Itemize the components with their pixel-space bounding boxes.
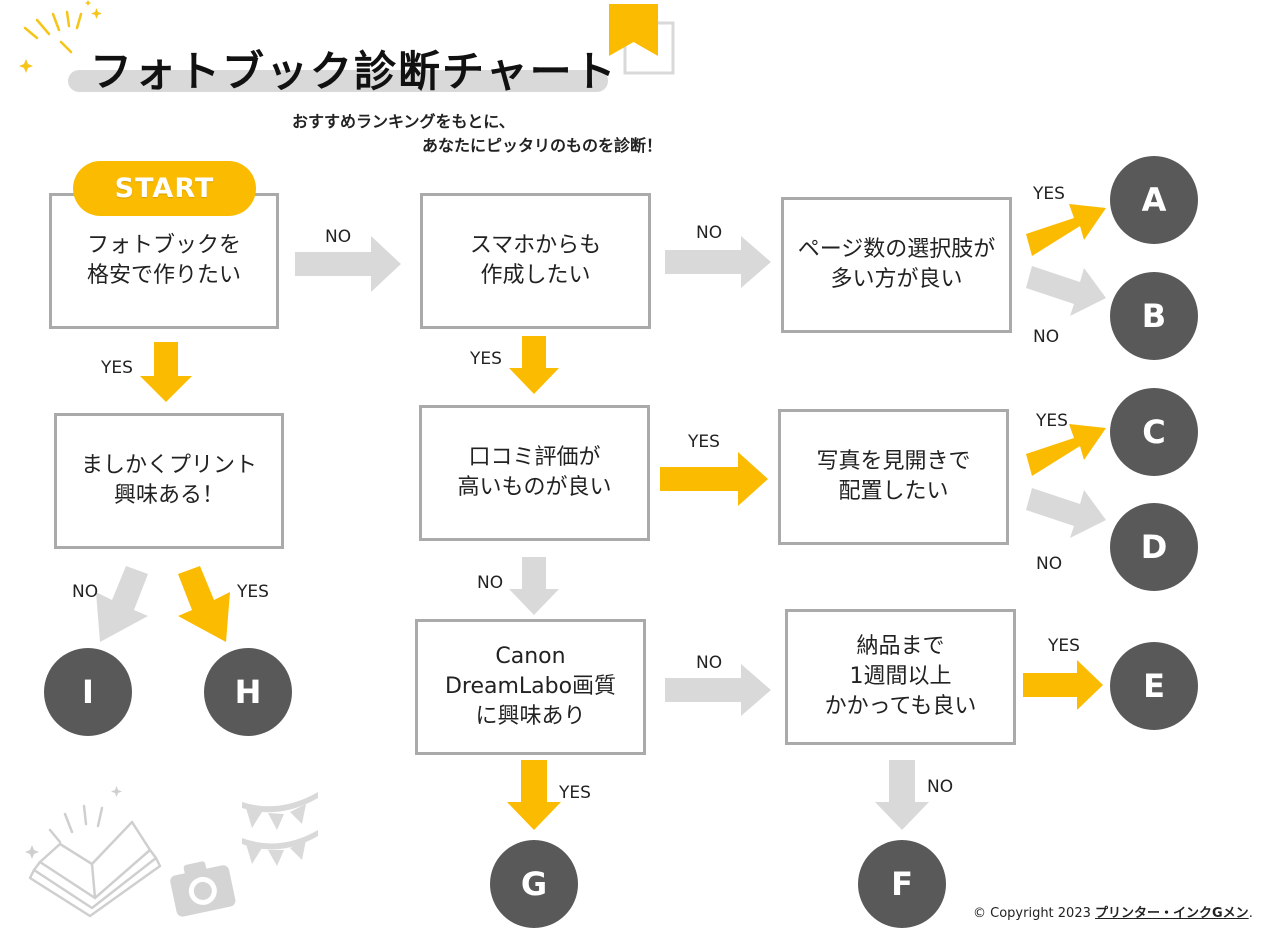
label-no: NO — [927, 777, 954, 797]
label-yes: YES — [101, 358, 133, 378]
result-circle-c: C — [1110, 388, 1198, 476]
result-circle-a: A — [1110, 156, 1198, 244]
arrow-q5-yes — [660, 452, 768, 506]
copyright-brand-link[interactable]: プリンター・インクGメン — [1095, 906, 1249, 921]
arrow-q1-yes — [140, 342, 192, 402]
label-yes: YES — [559, 783, 591, 803]
arrow-q7-yes — [507, 760, 561, 830]
bunting-flags-icon — [242, 792, 318, 866]
result-circle-f: F — [858, 840, 946, 928]
label-no: NO — [325, 227, 352, 247]
arrow-q3-yes — [1026, 204, 1106, 256]
label-no: NO — [696, 223, 723, 243]
bookmark-icon — [609, 4, 675, 75]
question-box-spread-layout: 写真を見開きで 配置したい — [778, 409, 1009, 545]
label-yes: YES — [470, 349, 502, 369]
arrow-q1-no — [295, 236, 401, 292]
result-circle-i: I — [44, 648, 132, 736]
label-yes: YES — [237, 582, 269, 602]
label-no: NO — [696, 653, 723, 673]
label-no: NO — [477, 573, 504, 593]
arrow-q7-no — [665, 664, 771, 716]
label-yes: YES — [1048, 636, 1080, 656]
title-underline-bar — [68, 70, 608, 92]
result-circle-g: G — [490, 840, 578, 928]
arrow-q4-yes — [178, 566, 230, 642]
label-no: NO — [1036, 554, 1063, 574]
label-no: NO — [72, 582, 99, 602]
question-box-canon-quality: Canon DreamLabo画質 に興味あり — [415, 619, 646, 755]
arrow-q6-yes — [1026, 424, 1106, 476]
label-yes: YES — [1033, 184, 1065, 204]
start-badge: START — [73, 161, 256, 216]
result-circle-d: D — [1110, 503, 1198, 591]
label-no: NO — [1033, 327, 1060, 347]
arrow-q8-no — [875, 760, 929, 830]
question-box-reviews: 口コミ評価が 高いものが良い — [419, 405, 650, 541]
copyright-notice: © Copyright 2023 プリンター・インクGメン. — [973, 902, 1253, 921]
copyright-text: © Copyright 2023 — [973, 906, 1096, 921]
arrow-q2-yes — [509, 336, 559, 394]
question-box-square-print: ましかくプリント 興味ある！ — [54, 413, 284, 549]
camera-icon — [170, 861, 236, 917]
result-circle-b: B — [1110, 272, 1198, 360]
arrow-q8-yes — [1023, 660, 1103, 710]
arrow-q5-no — [509, 557, 559, 615]
copyright-period: . — [1248, 906, 1253, 921]
arrow-q2-no — [665, 236, 771, 288]
arrow-q3-no — [1026, 266, 1106, 316]
page-title: フォトブック診断チャート — [90, 47, 618, 96]
question-box-smartphone: スマホからも 作成したい — [420, 193, 651, 329]
label-yes: YES — [1036, 411, 1068, 431]
open-book-icon — [25, 786, 162, 918]
question-box-delivery-time: 納品まで 1週間以上 かかっても良い — [785, 609, 1016, 745]
arrow-q6-no — [1026, 488, 1106, 538]
label-yes: YES — [688, 432, 720, 452]
arrow-q4-no — [96, 566, 148, 642]
result-circle-h: H — [204, 648, 292, 736]
sparkle-decoration-icon — [19, 0, 102, 73]
subtitle-line-1: おすすめランキングをもとに、 — [292, 112, 515, 131]
result-circle-e: E — [1110, 642, 1198, 730]
question-box-page-options: ページ数の選択肢が 多い方が良い — [781, 197, 1012, 333]
subtitle-line-2: あなたにピッタリのものを診断！ — [422, 136, 663, 155]
